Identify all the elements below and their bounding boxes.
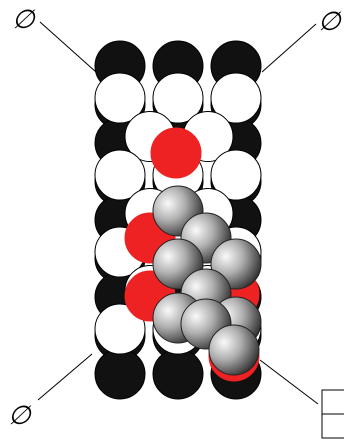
black-sphere [153, 349, 203, 399]
grey-sphere [209, 325, 259, 375]
label-top-right: ∅ [318, 7, 342, 37]
pointer-line-bottom-left [38, 354, 92, 400]
black-sphere [95, 349, 145, 399]
partial-square-icon [322, 390, 344, 438]
label-bottom-left: ∅ [8, 401, 32, 431]
label-top-left: ∅ [12, 5, 36, 35]
pointer-line-top-left [40, 22, 96, 72]
pointer-line-bottom-right [260, 360, 318, 404]
red-sphere [151, 128, 201, 178]
pointer-line-top-right [262, 24, 316, 72]
